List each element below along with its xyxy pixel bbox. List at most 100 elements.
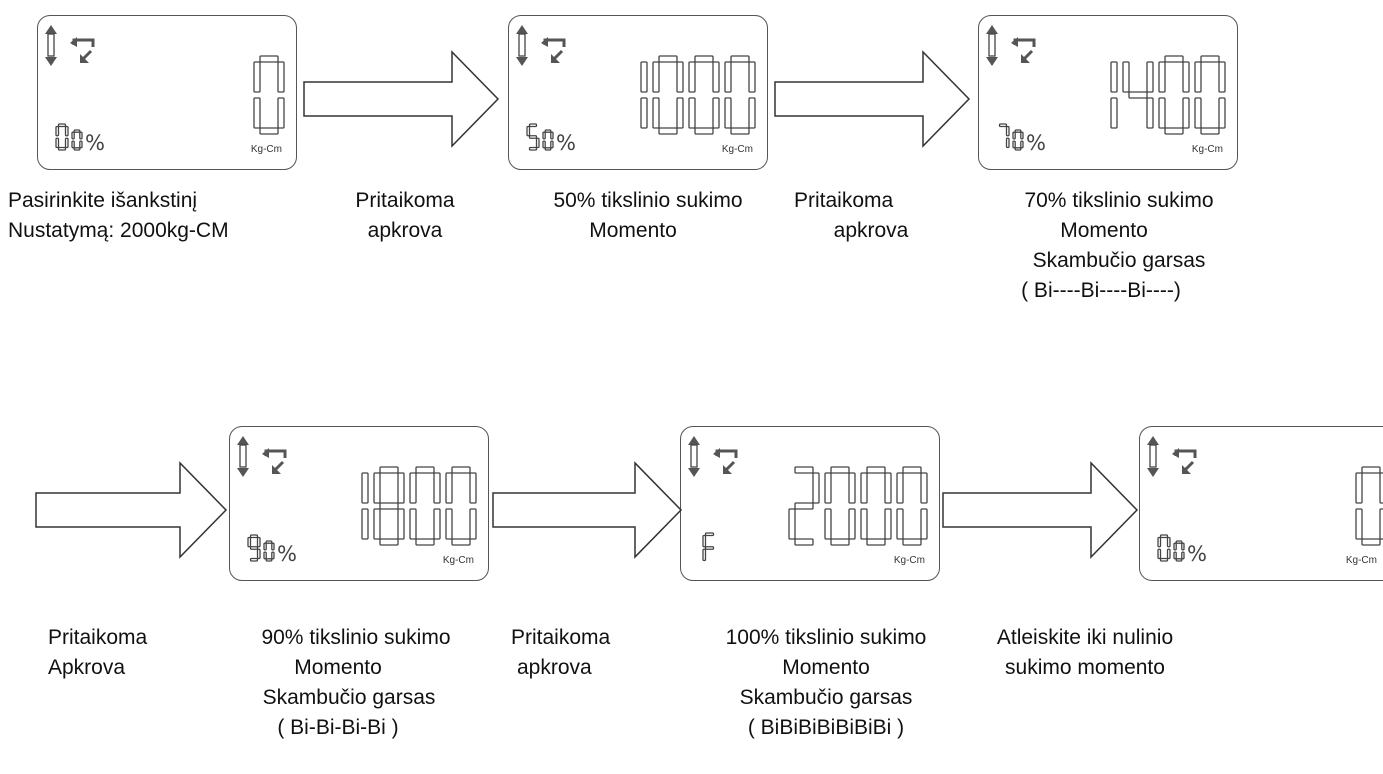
lcd-graphics: % <box>516 25 756 155</box>
unit-label: Kg-Cm <box>250 144 282 155</box>
caption-torque-70: 70% tikslinio sukimo Momento Skambučio g… <box>988 186 1250 306</box>
rotation-direction-icon <box>262 448 287 474</box>
caption-torque-100: 100% tikslinio sukimo Momento Skambučio … <box>681 623 971 743</box>
reading-digit <box>652 55 684 135</box>
up-down-arrow-icon <box>516 25 528 66</box>
unit-label: Kg-Cm <box>721 144 753 155</box>
caption-line: 100% tikslinio sukimo <box>725 626 927 649</box>
reading-digit <box>788 466 820 546</box>
percent-sign-icon: % <box>556 131 576 155</box>
rotation-direction-icon <box>541 37 566 63</box>
caption-line: ( Bi----Bi----Bi----) <box>1021 279 1181 302</box>
preset-percent-digit <box>55 123 69 151</box>
preset-percent-digit <box>526 123 540 151</box>
caption-line: 70% tikslinio sukimo <box>1024 189 1214 212</box>
preset-percent-digit <box>247 534 261 562</box>
reading-digit <box>361 472 369 540</box>
preset-percent-digit <box>542 129 554 151</box>
caption-apply-load-2: Pritaikoma apkrova <box>788 186 918 246</box>
caption-line: Momento <box>589 219 677 242</box>
unit-label: Kg-Cm <box>1345 555 1377 566</box>
caption-line: Pritaikoma <box>48 626 148 649</box>
lcd-display-70-percent: % Kg-Cm <box>978 15 1238 170</box>
caption-line: 50% tikslinio sukimo <box>553 189 743 212</box>
preset-percent-digit <box>702 532 715 562</box>
reading-digit <box>253 55 285 135</box>
reading-digit <box>1158 55 1190 135</box>
percent-sign-icon: % <box>1187 542 1207 566</box>
reading-digit <box>445 466 477 546</box>
caption-line: sukimo momento <box>1005 656 1165 679</box>
caption-line: ( Bi-Bi-Bi-Bi ) <box>277 716 399 739</box>
reading-digit <box>860 466 892 546</box>
unit-label: Kg-Cm <box>893 555 925 566</box>
up-down-arrow-icon <box>237 436 249 477</box>
caption-release: Atleiskite iki nulinio sukimo momento <box>970 623 1200 683</box>
reading-digit <box>824 466 856 546</box>
caption-line: Nustatymą: 2000kg-CM <box>8 219 229 242</box>
reading-digit <box>409 466 441 546</box>
unit-label: Kg-Cm <box>442 555 474 566</box>
preset-percent-digit <box>263 540 275 562</box>
arrow-right-icon <box>942 461 1139 559</box>
preset-percent-digit <box>71 129 83 151</box>
caption-line: Pritaikoma <box>355 189 455 212</box>
lcd-graphics: % <box>45 25 285 155</box>
rotation-direction-icon <box>1172 448 1197 474</box>
lcd-graphics <box>688 436 928 562</box>
lcd-display-preset: % Kg-Cm <box>37 15 297 170</box>
caption-line: apkrova <box>833 219 909 242</box>
caption-apply-load-1: Pritaikoma apkrova <box>340 186 470 246</box>
lcd-display-100-percent: Kg-Cm <box>680 426 940 581</box>
up-down-arrow-icon <box>688 436 700 477</box>
arrow-right-icon <box>303 50 500 148</box>
reading-digit <box>1122 61 1154 129</box>
caption-line: Momento <box>782 656 870 679</box>
reading-digit <box>1194 55 1226 135</box>
reading-digit <box>1110 61 1118 129</box>
reading-digit <box>373 466 405 546</box>
caption-apply-load-4: Pritaikoma apkrova <box>511 623 610 683</box>
caption-line: Pasirinkite išankstinį <box>8 189 198 212</box>
caption-select-preset: Pasirinkite išankstinį Nustatymą: 2000kg… <box>8 186 229 246</box>
percent-sign-icon: % <box>277 542 297 566</box>
lcd-graphics: % <box>986 25 1226 155</box>
rotation-direction-icon <box>713 448 738 474</box>
caption-line: Skambučio garsas <box>262 686 436 709</box>
caption-line: apkrova <box>367 219 443 242</box>
reading-digit <box>724 55 756 135</box>
lcd-display-50-percent: % Kg-Cm <box>508 15 768 170</box>
caption-torque-90: 90% tikslinio sukimo Momento Skambučio g… <box>225 623 487 743</box>
reading-digit <box>688 55 720 135</box>
preset-percent-digit <box>998 123 1010 149</box>
caption-line: Momento <box>294 656 382 679</box>
up-down-arrow-icon <box>1147 436 1159 477</box>
caption-line: ( BiBiBiBiBiBiBi ) <box>747 716 905 739</box>
preset-percent-digit <box>1157 534 1171 562</box>
rotation-direction-icon <box>1011 37 1036 63</box>
caption-line: Apkrova <box>48 656 126 679</box>
caption-line: 90% tikslinio sukimo <box>261 626 451 649</box>
preset-percent-digit <box>1173 540 1185 562</box>
caption-torque-50: 50% tikslinio sukimo Momento <box>517 186 779 246</box>
lcd-display-released: % Kg-Cm <box>1139 426 1383 581</box>
caption-line: Momento <box>1060 219 1148 242</box>
arrow-right-icon <box>35 461 228 559</box>
reading-digit <box>1355 466 1383 546</box>
percent-sign-icon: % <box>1026 131 1046 155</box>
arrow-right-icon <box>492 461 683 559</box>
rotation-direction-icon <box>70 37 95 63</box>
up-down-arrow-icon <box>986 25 998 66</box>
unit-label: Kg-Cm <box>1191 144 1223 155</box>
caption-line: apkrova <box>517 656 592 679</box>
caption-line: Atleiskite iki nulinio <box>996 626 1174 649</box>
lcd-display-90-percent: % Kg-Cm <box>229 426 489 581</box>
up-down-arrow-icon <box>45 25 57 66</box>
arrow-right-icon <box>774 50 971 148</box>
percent-sign-icon: % <box>85 131 105 155</box>
caption-line: Pritaikoma <box>511 626 611 649</box>
reading-digit <box>640 61 648 129</box>
caption-line: Pritaikoma <box>794 189 894 212</box>
preset-percent-digit <box>1012 129 1024 151</box>
